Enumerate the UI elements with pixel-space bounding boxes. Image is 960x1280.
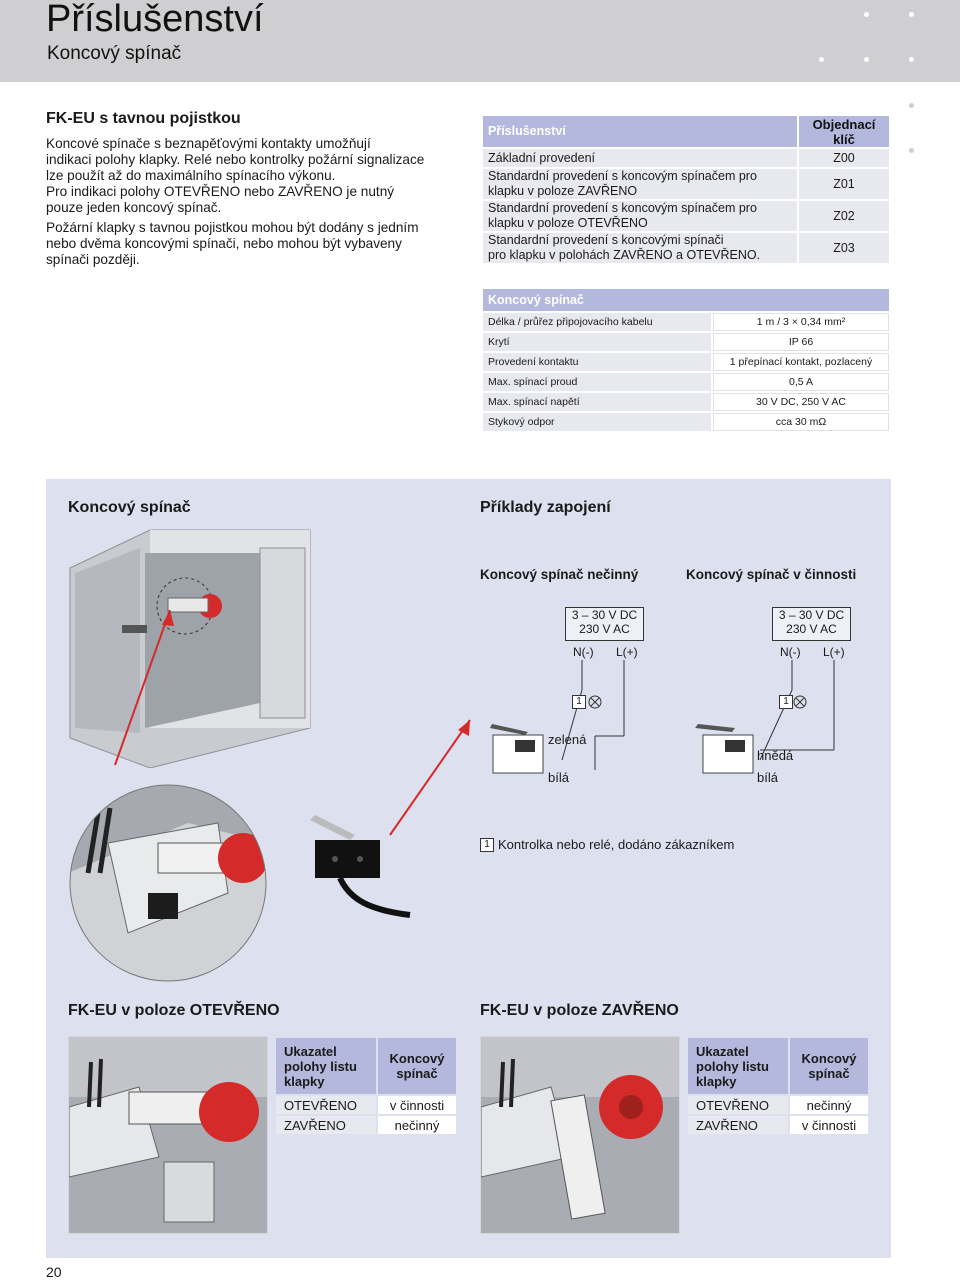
col-header-switch: Koncový spínač <box>378 1038 456 1094</box>
accessories-header: Příslušenství <box>483 116 797 147</box>
damper-illustration <box>69 529 311 768</box>
switch-state: v činnosti <box>378 1096 456 1114</box>
page-subtitle: Koncový spínač <box>47 43 182 64</box>
spec-value: 1 přepínací kontakt, pozlacený <box>713 353 889 371</box>
accessory-row-label: Standardní provedení s koncovými spínači… <box>483 233 797 263</box>
legend-marker-box: 1 <box>480 838 494 852</box>
marker-1-box: 1 <box>779 695 793 709</box>
photo-closed-position <box>480 1036 680 1234</box>
spec-label: Max. spínací napětí <box>483 393 711 411</box>
decor-dot <box>819 57 824 62</box>
open-position-table: Ukazatel polohy listu klapky Koncový spí… <box>274 1036 458 1136</box>
spec-label: Provedení kontaktu <box>483 353 711 371</box>
accessory-row-label: Základní provedení <box>483 149 797 167</box>
power-supply-box: 3 – 30 V DC 230 V AC <box>565 607 644 641</box>
intro-paragraph-1: Koncové spínače s beznapěťovými kontakty… <box>46 136 425 215</box>
decor-dot <box>864 12 869 17</box>
intro-title: FK-EU s tavnou pojistkou <box>46 110 241 127</box>
line-label: L(+) <box>823 645 845 659</box>
switch-spec-table: Koncový spínač Délka / průřez připojovac… <box>481 287 891 433</box>
wiring-active-title: Koncový spínač v činnosti <box>686 567 857 582</box>
accessories-table: Příslušenství Objednací klíč Základní pr… <box>481 114 891 265</box>
spec-value: cca 30 mΩ <box>713 413 889 431</box>
wire-label-white: bílá <box>548 770 569 785</box>
indicator-state: ZAVŘENO <box>688 1116 788 1134</box>
closed-position-table: Ukazatel polohy listu klapky Koncový spí… <box>686 1036 870 1136</box>
switch-state: nečinný <box>790 1096 868 1114</box>
marker-1-box: 1 <box>572 695 586 709</box>
line-label: L(+) <box>616 645 638 659</box>
page-title: Příslušenství <box>46 0 264 40</box>
micro-switch-image <box>310 815 411 918</box>
switch-state: v činnosti <box>790 1116 868 1134</box>
accessory-row-label: Standardní provedení s koncovým spínačem… <box>483 201 797 231</box>
accessory-row-label: Standardní provedení s koncovým spínačem… <box>483 169 797 199</box>
page-number: 20 <box>46 1264 62 1280</box>
open-position-title: FK-EU v poloze OTEVŘENO <box>68 1002 280 1019</box>
spec-label: Stykový odpor <box>483 413 711 431</box>
accessory-row-code: Z02 <box>799 201 889 231</box>
decor-dot <box>909 57 914 62</box>
indicator-state: ZAVŘENO <box>276 1116 376 1134</box>
section-title-wiring: Příklady zapojení <box>480 499 611 516</box>
pointer-arrows <box>114 609 471 836</box>
photo-open-position <box>68 1036 268 1234</box>
col-header-indicator: Ukazatel polohy listu klapky <box>276 1038 376 1094</box>
spec-value: 1 m / 3 × 0,34 mm² <box>713 313 889 331</box>
wire-label-brown: hnědá <box>757 748 794 763</box>
intro-paragraph-2: Požární klapky s tavnou pojistkou mohou … <box>46 220 419 267</box>
decor-dot <box>909 12 914 17</box>
spec-label: Délka / průřez připojovacího kabelu <box>483 313 711 331</box>
spec-label: Max. spínací proud <box>483 373 711 391</box>
spec-value: 0,5 A <box>713 373 889 391</box>
indicator-state: OTEVŘENO <box>688 1096 788 1114</box>
accessory-row-code: Z01 <box>799 169 889 199</box>
spec-value: IP 66 <box>713 333 889 351</box>
legend-text: Kontrolka nebo relé, dodáno zákazníkem <box>498 837 735 852</box>
decor-dot <box>909 103 914 108</box>
active-wiring-diagram <box>695 660 835 774</box>
wire-label-green: zelená <box>548 732 587 747</box>
power-supply-box: 3 – 30 V DC 230 V AC <box>772 607 851 641</box>
spec-label: Krytí <box>483 333 711 351</box>
inactive-wiring-diagram <box>490 660 625 774</box>
neutral-label: N(-) <box>573 645 594 659</box>
col-header-indicator: Ukazatel polohy listu klapky <box>688 1038 788 1094</box>
section-title-switch: Koncový spínač <box>68 499 191 516</box>
neutral-label: N(-) <box>780 645 801 659</box>
decor-dot <box>864 57 869 62</box>
switch-detail-circle <box>69 784 267 982</box>
wire-label-white: bílá <box>757 770 778 785</box>
col-header-switch: Koncový spínač <box>790 1038 868 1094</box>
spec-header: Koncový spínač <box>483 289 889 311</box>
order-key-header: Objednací klíč <box>799 116 889 147</box>
spec-value: 30 V DC, 250 V AC <box>713 393 889 411</box>
accessory-row-code: Z03 <box>799 233 889 263</box>
header-band: Příslušenství Koncový spínač <box>0 0 960 82</box>
switch-state: nečinný <box>378 1116 456 1134</box>
wiring-inactive-title: Koncový spínač nečinný <box>480 567 639 582</box>
decor-dot <box>909 148 914 153</box>
accessory-row-code: Z00 <box>799 149 889 167</box>
indicator-state: OTEVŘENO <box>276 1096 376 1114</box>
closed-position-title: FK-EU v poloze ZAVŘENO <box>480 1002 679 1019</box>
